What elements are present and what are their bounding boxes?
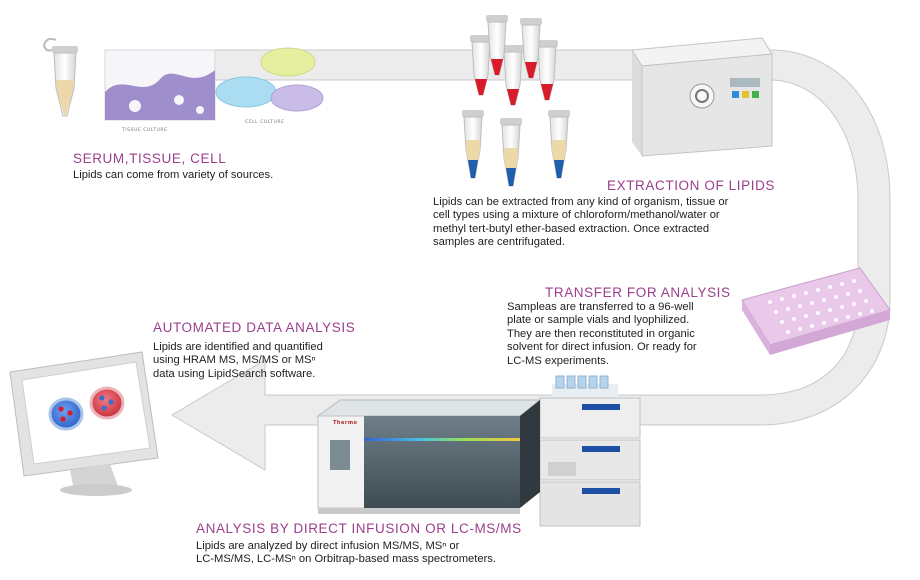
microtube-icon <box>470 15 558 106</box>
monitor-icon <box>9 351 159 496</box>
petri-dish-icon <box>215 47 324 112</box>
step-title-extraction: EXTRACTION OF LIPIDS <box>607 178 776 193</box>
step-body-line: They are then reconstituted in organic <box>507 327 695 340</box>
cell-culture-label: CELL CULTURE <box>245 120 285 125</box>
workflow-arrow <box>171 49 891 471</box>
step-body-source: Lipids can come from variety of sources. <box>73 169 273 182</box>
step-body-line: plate or sample vials and lyophilized. <box>507 314 690 327</box>
step-body-extraction: Lipids can be extracted from any kind of… <box>433 196 728 250</box>
step-title-data-analysis: AUTOMATED DATA ANALYSIS <box>153 320 356 335</box>
instrument-brand: Thermo <box>333 420 358 426</box>
step-title-source: SERUM,TISSUE, CELL <box>73 151 227 166</box>
tissue-culture-label: TISSUE CULTURE <box>122 128 168 133</box>
centrifuge-icon <box>631 37 773 157</box>
lc-system-icon <box>539 375 641 527</box>
step-title-transfer: TRANSFER FOR ANALYSIS <box>545 285 731 300</box>
step-body-line: LC-MS experiments. <box>507 354 609 367</box>
tissue-culture-icon <box>104 49 216 121</box>
microtube-icon <box>462 110 570 187</box>
step-body-data-analysis: Lipids are identified and quantified usi… <box>153 341 323 381</box>
step-body-line: Sampleas are transferred to a 96-well <box>507 301 694 313</box>
step-body-transfer: Sampleas are transferred to a 96-well pl… <box>507 301 697 368</box>
step-body-line: Lipids are identified and quantified <box>153 341 323 353</box>
step-body-line: Lipids are analyzed by direct infusion M… <box>196 540 460 552</box>
step-body-line: cell types using a mixture of chloroform… <box>433 209 720 222</box>
step-body-infusion: Lipids are analyzed by direct infusion M… <box>196 540 496 567</box>
step-title-infusion: ANALYSIS BY DIRECT INFUSION OR LC-MS/MS <box>196 521 522 536</box>
microtube-icon <box>42 37 78 117</box>
mass-spectrometer-icon <box>316 399 542 514</box>
step-body-line: LC-MS/MS, LC-MSⁿ on Orbitrap-based mass … <box>196 553 497 566</box>
step-body-line: methyl tert-butyl ether-based extraction… <box>433 222 710 235</box>
well-plate-icon <box>741 267 891 355</box>
step-body-line: Lipids can come from variety of sources. <box>73 169 274 181</box>
step-body-line: samples are centrifugated. <box>433 236 565 249</box>
step-body-line: data using LipidSearch software. <box>153 367 316 380</box>
step-body-line: Lipids can be extracted from any kind of… <box>433 196 729 208</box>
step-body-line: using HRAM MS, MS/MS or MSⁿ <box>153 354 316 367</box>
step-body-line: solvent for direct infusion. Or ready fo… <box>507 341 697 354</box>
